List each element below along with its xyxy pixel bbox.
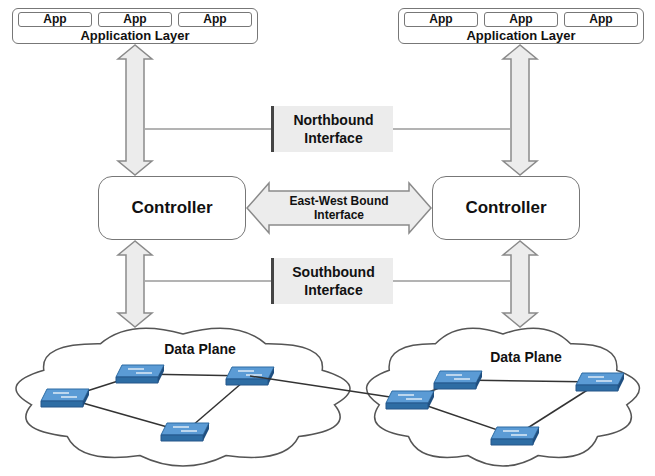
node-label: Southbound Interface [283, 263, 385, 299]
switch-icon [386, 391, 434, 409]
node-label: Application Layer [466, 28, 575, 43]
data-plane-cloud: Data Plane [8, 320, 358, 472]
data-plane-cloud: Data Plane [356, 320, 650, 472]
node-label: App [123, 13, 146, 26]
node-label: Controller [131, 198, 212, 218]
node-label: Data Plane [490, 349, 562, 366]
leader-line [393, 128, 510, 130]
layer-box: Application Layer App App App [12, 8, 258, 44]
cloud-shape [367, 328, 640, 466]
interface-arrow [247, 183, 431, 233]
interface-arrow [503, 241, 537, 327]
leader-line [393, 280, 510, 282]
node-label: App [43, 13, 66, 26]
switch-icon [41, 389, 89, 407]
app-box: App [564, 12, 638, 27]
interface-box: Southbound Interface [271, 258, 393, 304]
app-box: App [18, 12, 92, 27]
switch-icon [434, 371, 482, 389]
controller-box: Controller [432, 176, 580, 240]
node-label: Northbound Interface [283, 111, 385, 147]
cloud-outline [356, 320, 650, 472]
leader-line [145, 280, 271, 282]
interface-arrow [503, 45, 537, 175]
switch-icon [161, 423, 209, 441]
node-label: App [429, 13, 452, 26]
node-label: Application Layer [80, 28, 189, 43]
node-label: App [589, 13, 612, 26]
node-label: Data Plane [164, 341, 236, 358]
switch-icon [576, 373, 624, 391]
node-label: Controller [465, 198, 546, 218]
controller-box: Controller [98, 176, 246, 240]
layer-box: Application Layer App App App [398, 8, 644, 44]
leader-line [145, 128, 271, 130]
network-link [250, 376, 410, 400]
edge-label: East-West Bound Interface [274, 194, 404, 222]
cloud-shape [16, 328, 350, 466]
interface-arrow [118, 241, 152, 327]
interface-arrow [118, 45, 152, 175]
app-box: App [98, 12, 172, 27]
node-label: App [203, 13, 226, 26]
switch-icon [116, 365, 164, 383]
interface-box: Northbound Interface [271, 106, 393, 152]
app-box: App [178, 12, 252, 27]
app-box: App [404, 12, 478, 27]
switch-icon [491, 427, 539, 445]
node-label: App [509, 13, 532, 26]
app-box: App [484, 12, 558, 27]
